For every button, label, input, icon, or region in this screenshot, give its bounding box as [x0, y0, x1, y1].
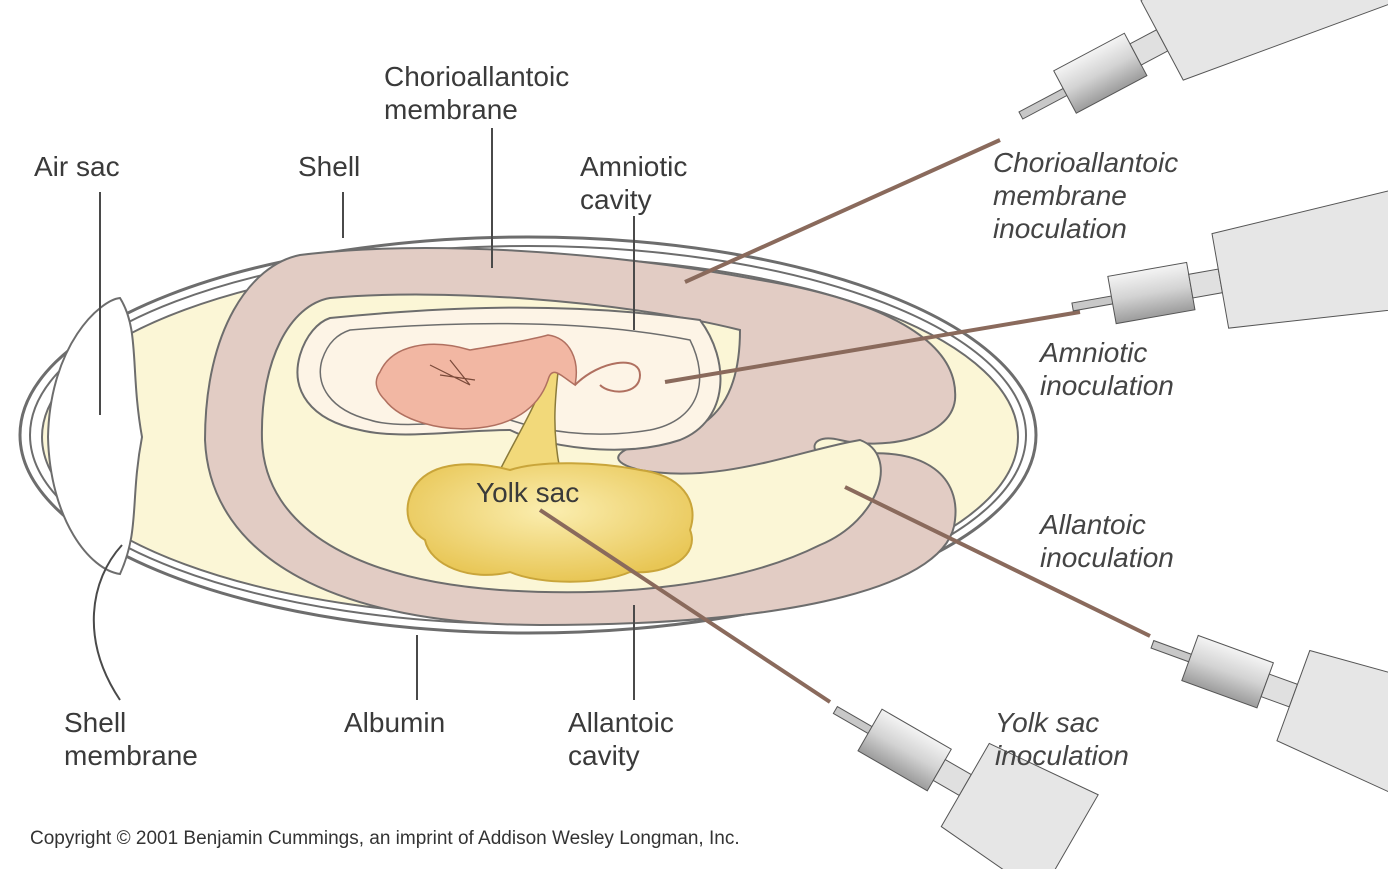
label-chorioallantoic-membrane: Chorioallantoic membrane	[384, 60, 569, 126]
inoc-amniotic-line1: Amniotic	[1040, 336, 1174, 369]
label-allantoic-inoculation: Allantoic inoculation	[1040, 508, 1174, 574]
label-albumin: Albumin	[344, 706, 445, 739]
inoc-cam-line3: inoculation	[993, 212, 1178, 245]
label-yolk-sac-text: Yolk sac	[476, 476, 579, 509]
inoc-cam-line1: Chorioallantoic	[993, 146, 1178, 179]
label-shell: Shell	[298, 150, 360, 183]
air-sac	[48, 298, 142, 574]
label-amniotic-line1: Amniotic	[580, 150, 687, 183]
inoc-allantoic-line2: inoculation	[1040, 541, 1174, 574]
label-amniotic-inoculation: Amniotic inoculation	[1040, 336, 1174, 402]
label-amniotic-line2: cavity	[580, 183, 687, 216]
label-amniotic-cavity: Amniotic cavity	[580, 150, 687, 216]
label-yolk-sac-inoculation: Yolk sac inoculation	[995, 706, 1129, 772]
inoc-yolk-line1: Yolk sac	[995, 706, 1129, 739]
label-shell-membrane-line2: membrane	[64, 739, 198, 772]
inoc-amniotic-line2: inoculation	[1040, 369, 1174, 402]
inoc-cam-line2: membrane	[993, 179, 1178, 212]
label-chorioallantoic-inoculation: Chorioallantoic membrane inoculation	[993, 146, 1178, 245]
label-air-sac: Air sac	[34, 150, 120, 183]
syringe-allantoic	[1132, 588, 1388, 803]
inoc-allantoic-line1: Allantoic	[1040, 508, 1174, 541]
label-allantoic-line2: cavity	[568, 739, 674, 772]
label-shell-membrane: Shell membrane	[64, 706, 198, 772]
label-shell-text: Shell	[298, 150, 360, 183]
copyright-notice: Copyright © 2001 Benjamin Cummings, an i…	[30, 828, 740, 850]
label-allantoic-line1: Allantoic	[568, 706, 674, 739]
label-shell-membrane-line1: Shell	[64, 706, 198, 739]
label-cam-line2: membrane	[384, 93, 569, 126]
label-air-sac-text: Air sac	[34, 150, 120, 183]
label-yolk-sac: Yolk sac	[476, 476, 579, 509]
label-cam-line1: Chorioallantoic	[384, 60, 569, 93]
inoc-yolk-line2: inoculation	[995, 739, 1129, 772]
label-albumin-text: Albumin	[344, 706, 445, 739]
label-allantoic-cavity: Allantoic cavity	[568, 706, 674, 772]
